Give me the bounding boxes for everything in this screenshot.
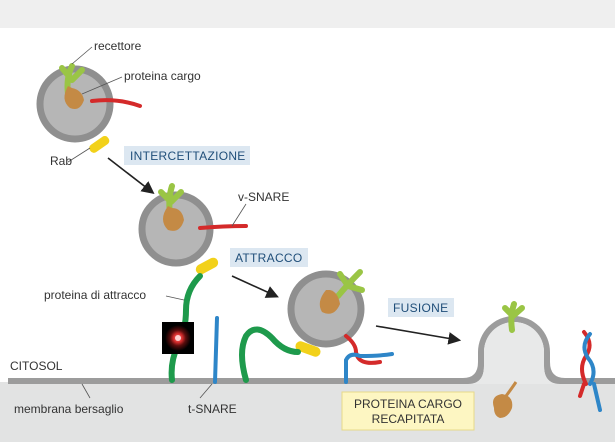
delivered-cargo-icon bbox=[493, 394, 513, 418]
leader-v-snare bbox=[231, 203, 247, 227]
v-snare-icon bbox=[90, 98, 142, 108]
result-line-1: PROTEINA CARGO bbox=[354, 397, 462, 411]
v-snare-icon bbox=[344, 334, 382, 365]
label-v-snare: v-SNARE bbox=[238, 190, 289, 204]
leader-recettore bbox=[71, 46, 93, 65]
vesicle-3 bbox=[287, 269, 382, 365]
v-snare-icon bbox=[198, 224, 248, 230]
label-membrana-bersaglio: membrana bersaglio bbox=[14, 402, 124, 416]
leader-t-snare bbox=[199, 383, 213, 399]
label-citosol: CITOSOL bbox=[10, 359, 63, 373]
arrow-fusione bbox=[375, 325, 462, 345]
target-membrane bbox=[8, 316, 615, 384]
step-intercettazione: INTERCETTAZIONE bbox=[130, 149, 246, 163]
step-box-attracco bbox=[230, 248, 308, 267]
receptor-icon bbox=[335, 269, 365, 299]
arrow-intercettazione bbox=[107, 157, 155, 194]
label-t-snare: t-SNARE bbox=[188, 402, 237, 416]
step-fusione: FUSIONE bbox=[393, 301, 448, 315]
receptor-icon bbox=[502, 301, 525, 333]
step-attracco: ATTRACCO bbox=[235, 251, 303, 265]
leader-membrana bbox=[81, 383, 91, 399]
leader-proteina-cargo bbox=[81, 76, 123, 95]
label-proteina-cargo: proteina cargo bbox=[124, 69, 201, 83]
label-recettore: recettore bbox=[94, 39, 142, 53]
t-snare-tail-icon bbox=[592, 382, 602, 412]
vesicle-2 bbox=[138, 183, 248, 275]
rab-icon bbox=[295, 341, 321, 357]
cargo-protein-icon bbox=[163, 206, 184, 231]
cytosol-background bbox=[0, 382, 615, 442]
arrow-attracco bbox=[231, 275, 279, 298]
leader-rab bbox=[67, 147, 91, 163]
rab-icon bbox=[195, 257, 219, 275]
vesicle-1 bbox=[36, 63, 142, 153]
cargo-stem-icon bbox=[504, 381, 518, 397]
fused-vesicle-lumen bbox=[468, 322, 560, 384]
result-box bbox=[341, 391, 475, 431]
t-snare-icon bbox=[213, 316, 219, 384]
cargo-protein-icon bbox=[64, 86, 84, 109]
step-box-intercettazione bbox=[124, 146, 250, 165]
t-snare-icon bbox=[344, 352, 394, 384]
cargo-protein-icon bbox=[319, 290, 340, 314]
label-rab: Rab bbox=[50, 154, 72, 168]
label-proteina-attracco: proteina di attracco bbox=[44, 288, 146, 302]
step-box-fusione bbox=[388, 298, 454, 317]
record-dot-core-icon bbox=[175, 335, 181, 341]
top-shade bbox=[0, 0, 615, 28]
v-snare-tail-icon bbox=[578, 382, 586, 398]
docking-protein-icon bbox=[239, 326, 301, 383]
t-snare-icon bbox=[582, 332, 596, 386]
leader-proteina-attracco bbox=[165, 295, 185, 301]
result-line-2: RECAPITATA bbox=[372, 412, 445, 426]
rab-icon bbox=[89, 135, 110, 153]
